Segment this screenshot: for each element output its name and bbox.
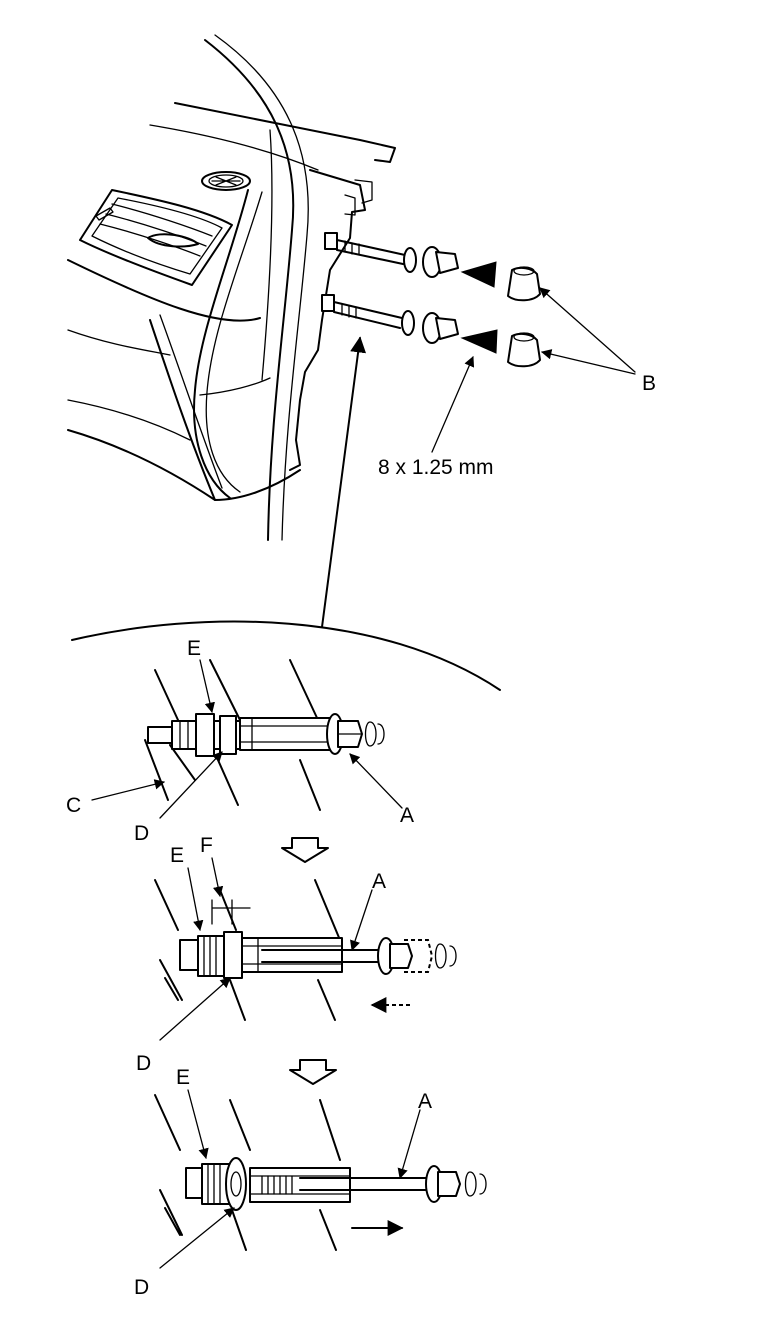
callout-f: F [200,834,213,857]
dashboard-panel [67,34,396,541]
detail-view-boundary [71,620,501,691]
leader-e-1 [199,659,215,714]
callout-d-1: D [134,822,149,845]
callout-e-3: E [176,1066,190,1089]
lower-cap [507,332,541,368]
detail-step-1 [144,659,385,811]
leader-a-3 [397,1109,421,1179]
detail-step-3 [154,1094,487,1251]
callout-a-1: A [400,804,414,827]
detail-step-2 [154,879,457,1021]
callout-a-2: A [372,870,386,893]
callout-c: C [66,794,81,817]
leader-c [91,779,166,801]
leader-b-upper [539,287,636,373]
leader-e-2 [187,867,204,932]
step-arrow-1 [281,837,329,863]
leader-e-3 [187,1089,209,1160]
leader-d-2 [159,977,231,1041]
leader-a-1 [349,753,403,809]
leader-a-2 [350,889,373,951]
callout-b: B [642,372,656,395]
upper-arrowhead [460,261,497,288]
callout-d-3: D [134,1276,149,1299]
lower-bolt [321,294,459,344]
leader-spec [431,356,475,453]
callout-a-3: A [418,1090,432,1113]
upper-bolt [324,232,459,278]
lower-arrowhead [460,329,498,354]
step-arrow-2 [289,1059,337,1085]
leader-d-3 [159,1207,235,1269]
leader-d-1 [159,751,223,819]
callout-e-1: E [187,637,201,660]
detail-pointer-arrow [321,336,367,628]
leader-b-lower [540,349,636,375]
upper-cap [507,266,541,302]
bolt-spec-label: 8 x 1.25 mm [378,456,494,479]
leader-f [211,857,224,898]
callout-e-2: E [170,844,184,867]
callout-d-2: D [136,1052,151,1075]
